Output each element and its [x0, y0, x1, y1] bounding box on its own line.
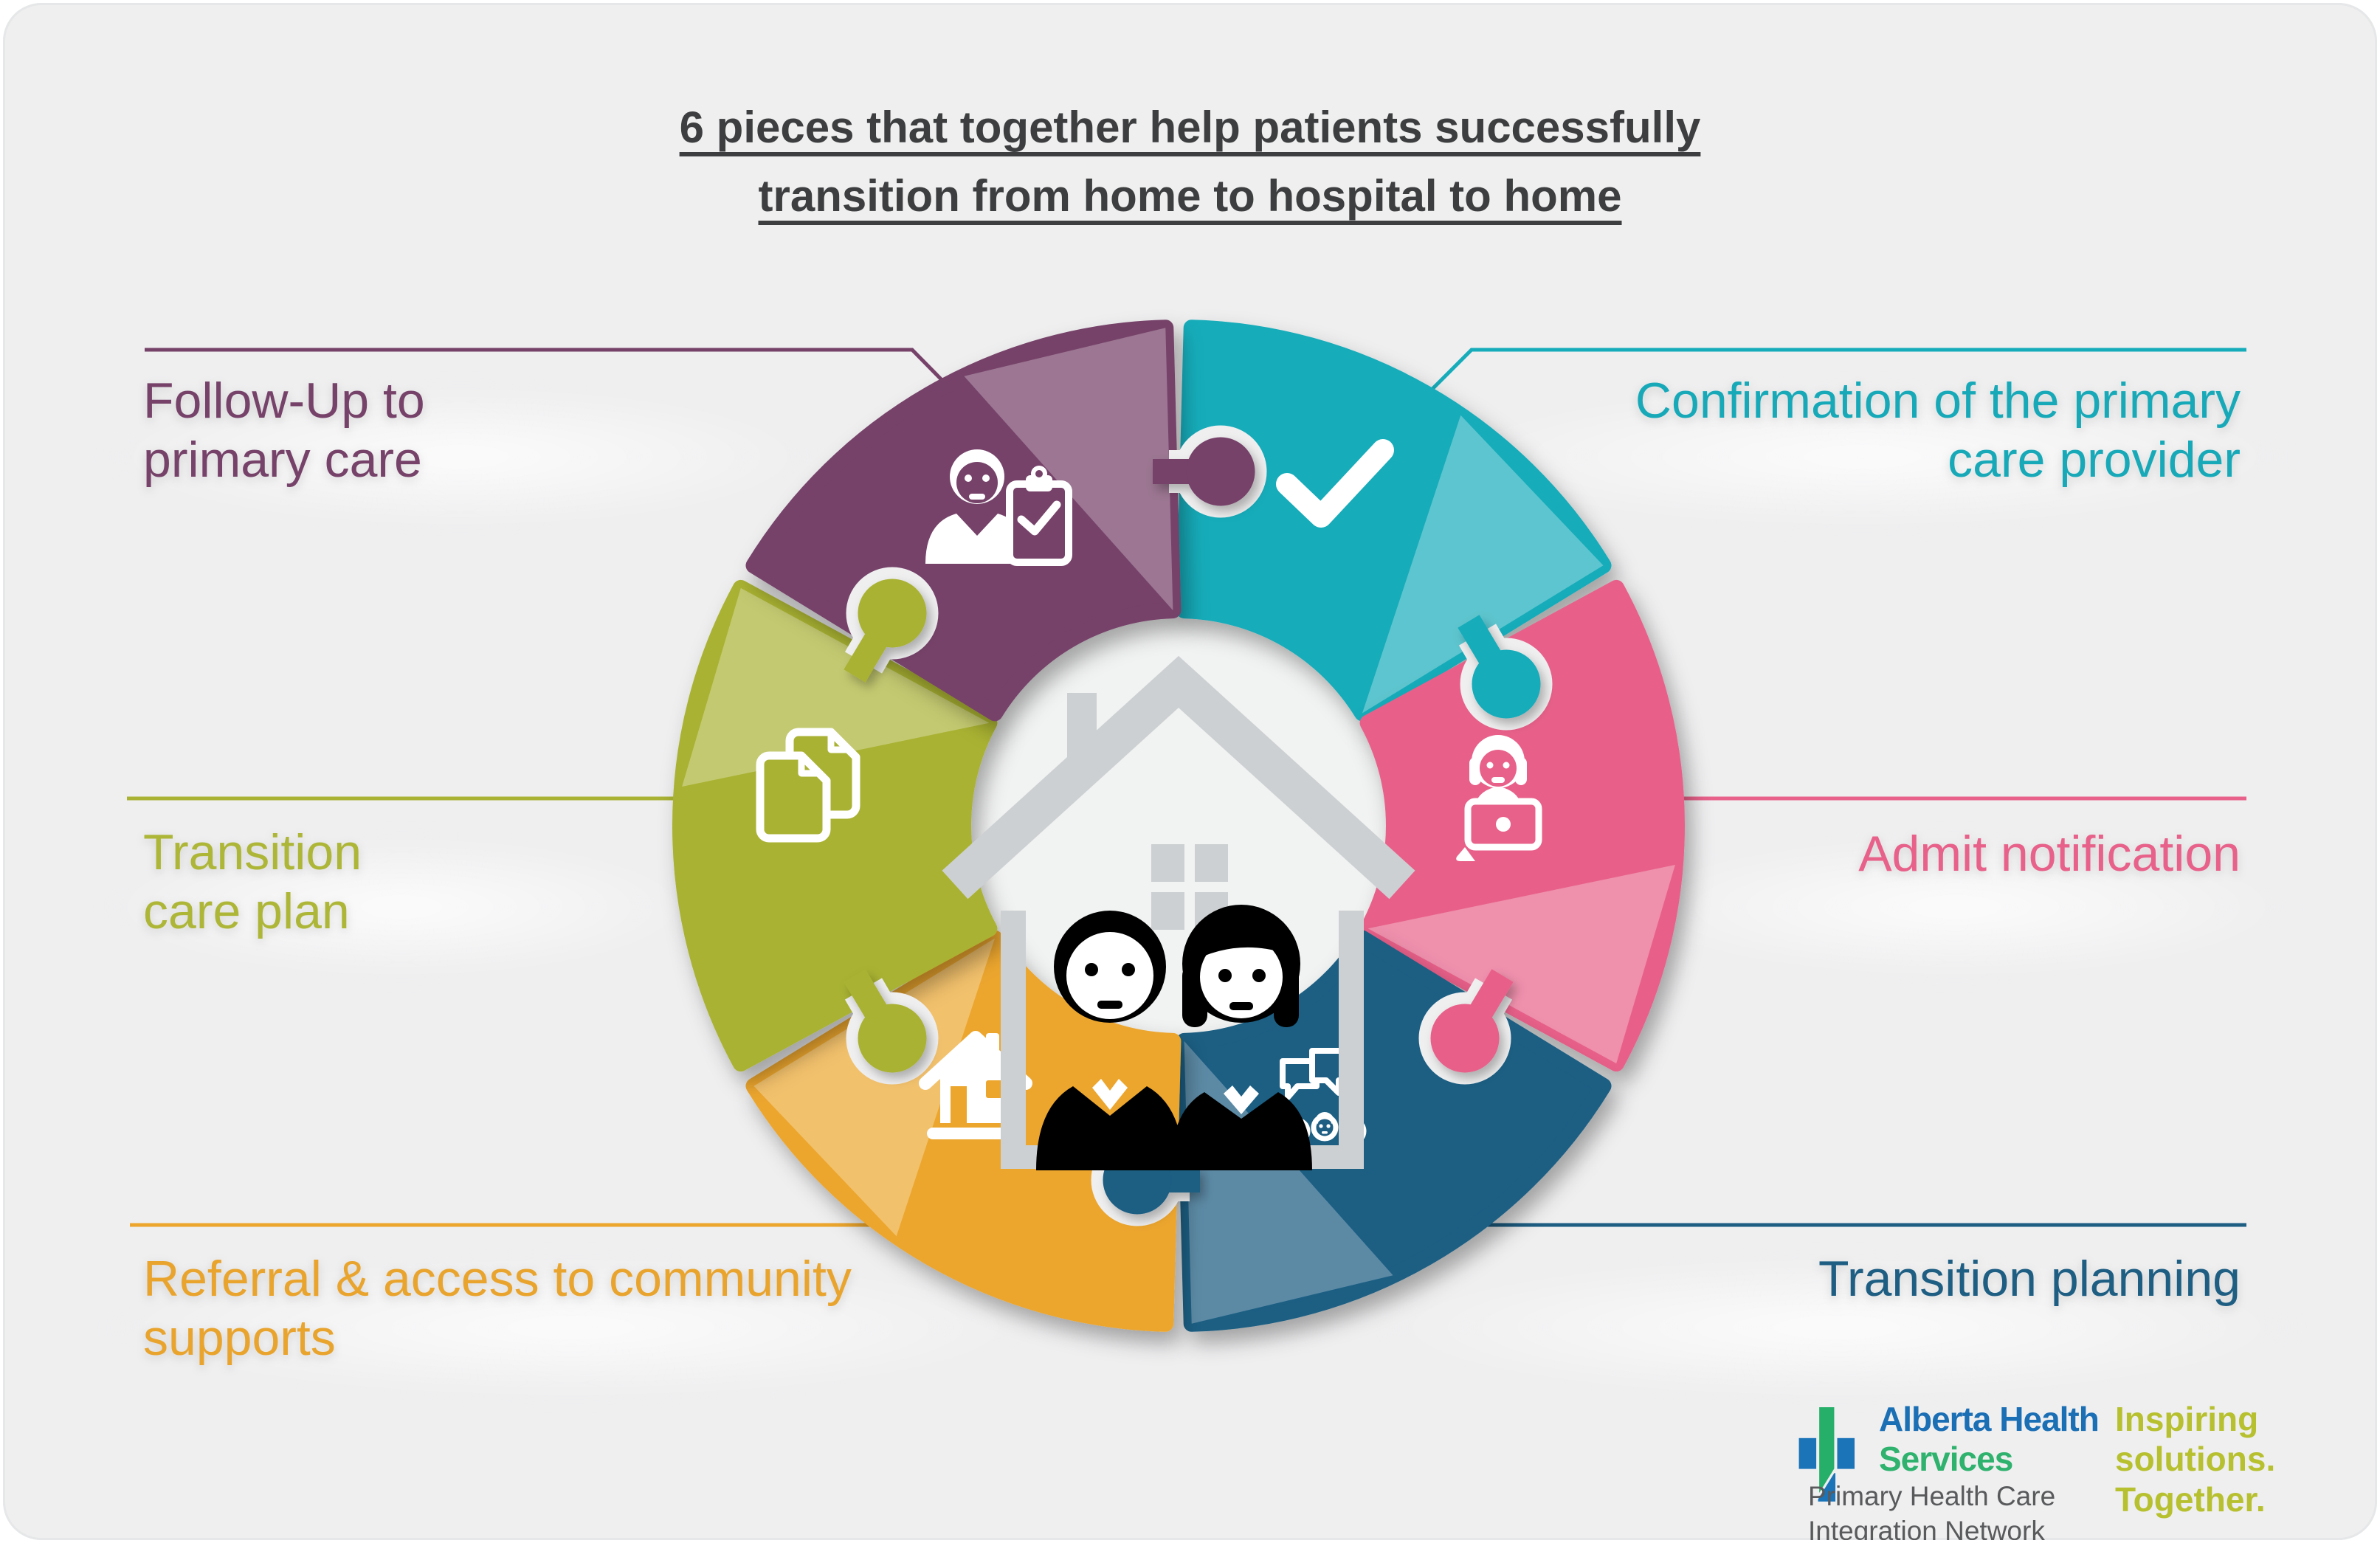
ahs-logo-icon: [1798, 1404, 1855, 1502]
label-glow: [99, 387, 822, 527]
puzzle-tabs: [844, 437, 1541, 1215]
ahs-tagline: Inspiring solutions. Together.: [2115, 1400, 2276, 1519]
tab-confirmation-to-admit: [1458, 615, 1541, 719]
ahs-wordmark: Alberta Health Services: [1879, 1399, 2100, 1480]
tab-follow-up-to-confirmation: [1153, 437, 1255, 506]
window-mullions: [1147, 840, 1232, 934]
label-glow: [99, 1257, 1044, 1398]
documents-icon: [756, 728, 860, 843]
man-figure: [1036, 911, 1184, 1170]
label-referral: Referral & access to community supports: [143, 1251, 852, 1366]
doctor-clipboard-icon: [925, 449, 1072, 566]
family-in-home-icon: [942, 655, 1415, 1170]
infographic-card: 6 pieces that together help patients suc…: [3, 3, 2377, 1540]
woman-figure: [1170, 905, 1312, 1170]
tab-care-plan-to-referral: [844, 969, 927, 1073]
puzzle-ring-diagram: [127, 320, 2246, 1332]
puzzle-piece-care-plan: [672, 579, 998, 1072]
tab-care-plan-to-follow-up: [844, 579, 927, 683]
puzzle-piece-follow-up: [745, 320, 1182, 722]
label-glow: [1368, 1257, 2305, 1398]
label-admit-notification: Admit notification: [1858, 826, 2241, 882]
label-glow: [1612, 837, 2298, 977]
puzzle-piece-confirmation: [1176, 320, 1612, 722]
label-glow: [99, 837, 704, 977]
label-transition-care-plan: Transition care plan: [143, 824, 362, 939]
ahs-wordmark-line1: Alberta Health: [1879, 1400, 2100, 1438]
page-title: 6 pieces that together help patients suc…: [679, 103, 1701, 221]
network-name: Primary Health Care Integration Network: [1808, 1481, 2056, 1540]
label-glow: [1427, 387, 2298, 527]
tab-admit-to-planning: [1430, 969, 1514, 1073]
checkmark-icon: [1276, 439, 1394, 528]
label-confirmation: Confirmation of the primary care provide…: [1635, 373, 2241, 488]
label-follow-up: Follow-Up to primary care: [143, 373, 425, 488]
label-transition-planning: Transition planning: [1818, 1251, 2241, 1307]
woman-laptop-icon: [1456, 735, 1542, 861]
ahs-wordmark-line2: Services: [1879, 1440, 2013, 1479]
